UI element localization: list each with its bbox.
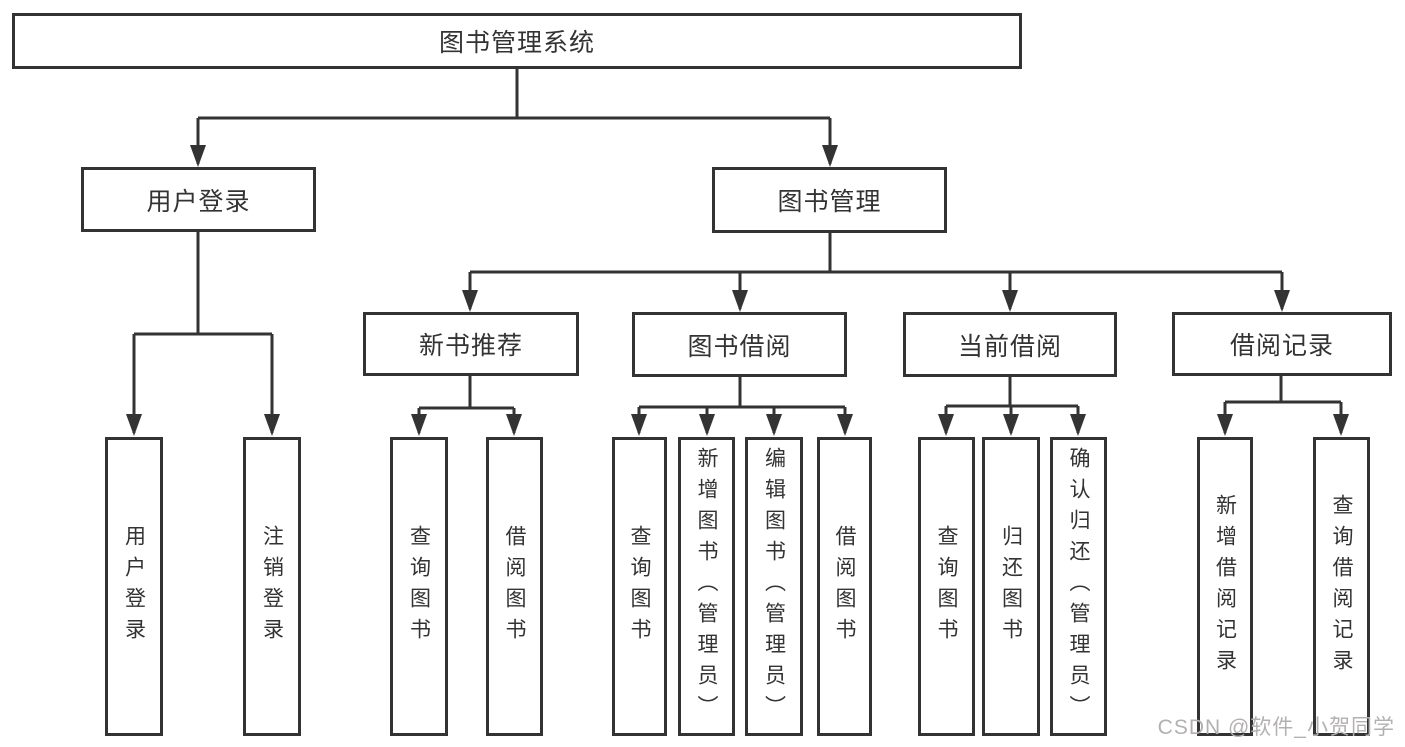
connector-user-login-children	[126, 232, 280, 436]
connector-book-borrow-children	[631, 377, 853, 436]
leaf-borrow-books: 借阅图书	[817, 437, 872, 736]
leaf-query-books-current: 查询图书	[918, 437, 975, 736]
node-label: 图书借阅	[687, 332, 792, 361]
leaf-label: 查询图书	[935, 524, 958, 649]
leaf-label: 查询图书	[628, 524, 651, 649]
node-label: 用户登录	[146, 187, 251, 216]
leaf-query-borrow-record: 查询借阅记录	[1313, 437, 1370, 736]
leaf-edit-book-admin: 编辑图书（管理员）	[745, 437, 803, 736]
node-label: 图书管理	[777, 188, 882, 216]
leaf-label: 用户登录	[122, 524, 146, 649]
leaf-label: 编辑图书（管理员）	[762, 447, 786, 726]
leaf-label: 注销登录	[260, 524, 284, 649]
node-current-borrow: 当前借阅	[903, 312, 1117, 377]
connector-current-borrow-children	[938, 377, 1086, 436]
leaf-query-books-borrow: 查询图书	[612, 437, 667, 736]
leaf-borrow-books-recommend: 借阅图书	[486, 437, 543, 736]
leaf-query-books-recommend: 查询图书	[390, 437, 448, 736]
node-borrow-record: 借阅记录	[1172, 312, 1392, 376]
connector-book-management-children	[462, 233, 1290, 312]
connector-new-book-children	[411, 376, 522, 436]
node-book-borrow: 图书借阅	[632, 312, 847, 377]
leaf-return-book: 归还图书	[982, 437, 1040, 736]
leaf-label: 查询借阅记录	[1330, 493, 1353, 680]
connector-borrow-record-children	[1217, 376, 1349, 436]
leaf-label: 查询图书	[407, 524, 431, 649]
node-label: 借阅记录	[1229, 332, 1334, 360]
node-label: 当前借阅	[957, 332, 1062, 361]
csdn-watermark: CSDN @软件_小贺同学	[1157, 716, 1395, 739]
node-new-book-recommend: 新书推荐	[363, 312, 579, 376]
leaf-label: 归还图书	[999, 524, 1023, 649]
leaf-confirm-return-admin: 确认归还（管理员）	[1050, 437, 1107, 736]
node-label: 新书推荐	[418, 332, 523, 360]
leaf-label: 借阅图书	[503, 524, 526, 649]
connector-root-to-level2	[190, 68, 838, 167]
node-book-management: 图书管理	[712, 167, 947, 233]
leaf-label: 借阅图书	[833, 524, 856, 649]
leaf-add-book-admin: 新增图书（管理员）	[678, 437, 735, 736]
leaf-user-login: 用户登录	[105, 437, 163, 736]
leaf-label: 新增借阅记录	[1213, 493, 1237, 680]
node-label: 图书管理系统	[438, 29, 595, 57]
node-user-login: 用户登录	[81, 167, 316, 232]
leaf-label: 新增图书（管理员）	[695, 447, 718, 726]
node-library-management-system: 图书管理系统	[12, 13, 1022, 69]
leaf-logout: 注销登录	[243, 437, 301, 736]
leaf-add-borrow-record: 新增借阅记录	[1197, 437, 1253, 736]
leaf-label: 确认归还（管理员）	[1067, 447, 1090, 726]
